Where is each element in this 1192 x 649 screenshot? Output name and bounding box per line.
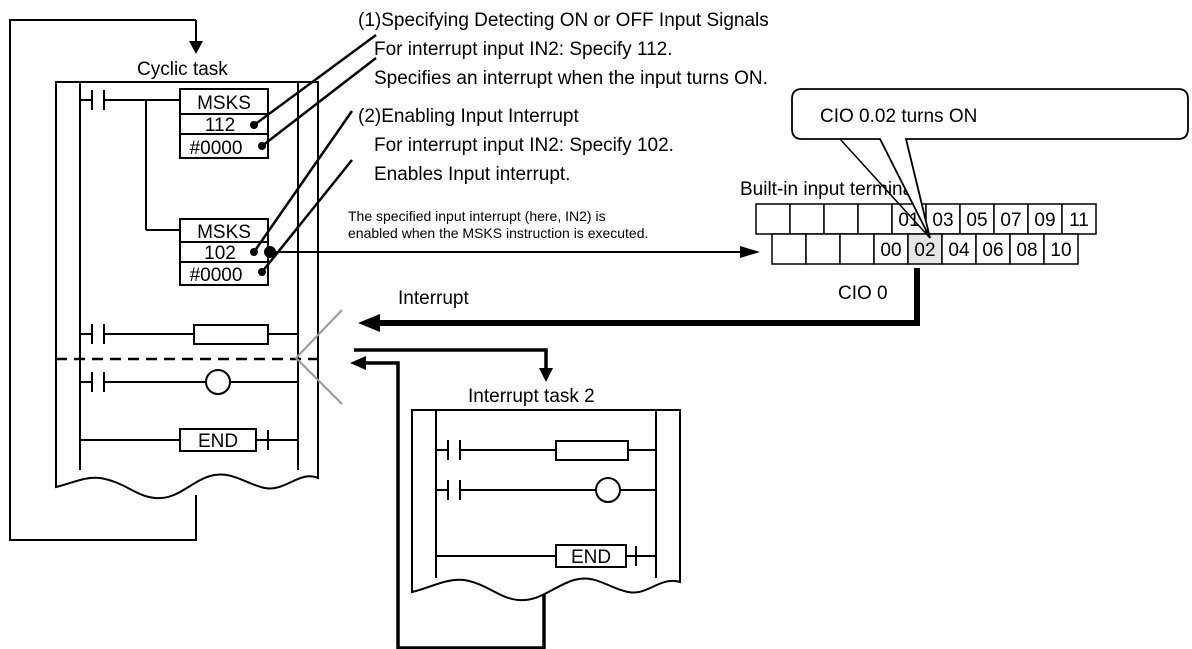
leader-dot-2a [250,248,258,256]
int-rung2-coil [595,477,621,503]
terminal-top-cell-label: 07 [1000,210,1021,231]
terminal-bottom-cell-label: 04 [948,240,970,261]
terminal-bottom-cell-label: 06 [982,240,1003,261]
step1-line1: For interrupt input IN2: Specify 112. [374,39,673,60]
leader-dot-1a [250,121,258,129]
terminal-top-cell-label: 03 [932,210,953,231]
terminal-top-cell [823,203,859,235]
terminal-bottom-cell-label: 02 [914,240,935,261]
terminal-bottom-cell [839,233,875,265]
cyclic-loop-line [9,19,197,541]
callout-text: CIO 0.02 turns ON [820,106,977,127]
interrupt-task-page [411,409,681,602]
msks-block-2: MSKS 102 #0000 [179,218,269,286]
terminal-bottom-cell [941,233,977,265]
to-interrupt-task-arrowhead [539,368,553,382]
terminal-top-cell [925,203,961,235]
step1-title: (1)Specifying Detecting ON or OFF Input … [358,10,769,31]
note-line1: The specified input interrupt (here, IN2… [348,208,606,224]
terminal-top-cell [789,203,825,235]
terminal-top-cell [857,203,893,235]
terminal-top-cell-label: 09 [1034,210,1055,231]
return-arrowhead [350,356,366,370]
step2-line2: Enables Input interrupt. [374,164,570,185]
step2-title: (2)Enabling Input Interrupt [358,106,579,127]
cyclic-task-label: Cyclic task [137,59,228,80]
enable-arrowhead [740,246,760,258]
terminal-bottom-cell [975,233,1011,265]
terminal-top-cell-label: 11 [1069,210,1089,231]
interrupt-arrowhead [358,314,380,332]
msks1-label: MSKS [197,93,251,114]
callout-bubble [791,88,1189,239]
leader-dot-1b [258,142,266,150]
leader-dot-2b [258,268,266,276]
end-label: END [198,431,238,452]
terminal-top-cell [755,203,791,235]
interrupt-task-label: Interrupt task 2 [468,386,595,407]
msks1-op1: 112 [205,115,235,136]
cyclic-loop-arrowhead [189,41,203,54]
builtin-terminal-label: Built-in input terminal [740,179,917,200]
int-rung1-output-box [555,440,629,461]
step2-line1: For interrupt input IN2: Specify 102. [374,135,674,156]
terminal-top-cell [993,203,1029,235]
terminal-top-cell-label: 01 [898,210,919,231]
rung3-output-box [193,324,269,345]
terminal-bottom-cell [771,233,807,265]
int-end-label: END [571,547,611,568]
leader-step2-a [252,110,354,253]
cyclic-task-page [55,81,319,500]
interrupt-line [376,268,920,326]
msks2-op1: 102 [204,243,236,264]
msks2-label: MSKS [197,222,251,243]
enable-arrow-origin [264,246,276,258]
interrupt-bracket [294,309,343,405]
terminal-bottom-cell [907,233,943,265]
msks-block-1: MSKS 112 #0000 [179,88,269,159]
terminal-top-cell-label: 05 [966,210,987,231]
return-line [362,361,546,649]
terminal-bottom-cell [805,233,841,265]
rung4-coil [205,369,231,395]
terminal-bottom-cell [1043,233,1079,265]
msks1-op2: #0000 [190,138,243,159]
terminal-bottom-row: 00 02 04 06 08 10 [771,233,1079,265]
interrupt-label: Interrupt [398,288,469,309]
step1-line2: Specifies an interrupt when the input tu… [374,68,768,89]
terminal-bottom-cell-label: 00 [880,240,901,261]
terminal-bottom-cell-label: 10 [1050,240,1071,261]
to-interrupt-task-line [354,348,548,372]
terminal-top-cell [1061,203,1097,235]
leader-step1-b [261,57,377,147]
leader-step2-b [261,159,353,273]
cio0-label: CIO 0 [838,283,888,304]
terminal-bottom-cell-label: 08 [1016,240,1037,261]
callout-pointer-left [839,138,931,239]
leader-step1-a [253,33,377,127]
msks2-op2: #0000 [190,265,243,286]
note-line2: enabled when the MSKS instruction is exe… [348,225,648,241]
